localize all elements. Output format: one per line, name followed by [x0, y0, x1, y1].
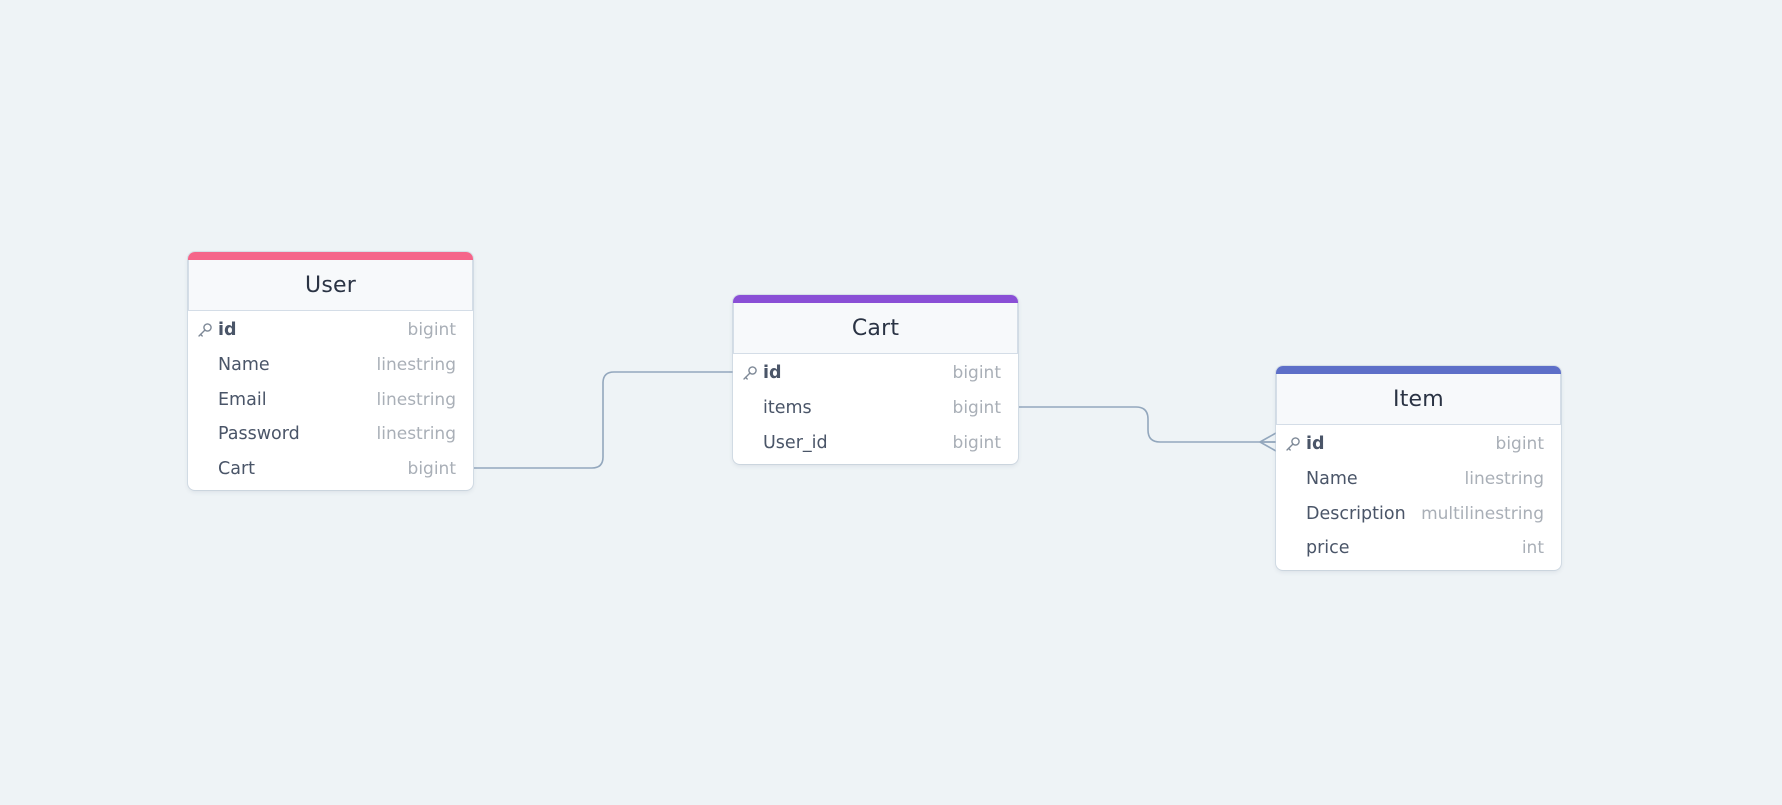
table-cart-header[interactable]: Cart	[733, 303, 1018, 354]
field-row-item-description[interactable]: Description multilinestring	[1276, 496, 1561, 531]
field-name: Name	[218, 355, 270, 376]
connector-user-cart-to-cart-id[interactable]	[474, 371, 733, 469]
field-name: id	[218, 320, 237, 341]
field-name: User_id	[763, 432, 828, 453]
key-icon	[743, 366, 757, 381]
key-icon	[198, 323, 212, 338]
table-user-fields: id bigint Name linestring Email linestri…	[188, 311, 473, 490]
field-type: bigint	[952, 363, 1001, 384]
field-name: Name	[1306, 469, 1358, 490]
field-name: id	[1306, 434, 1325, 455]
field-type: bigint	[952, 432, 1001, 453]
field-row-user-password[interactable]: Password linestring	[188, 417, 473, 452]
field-name: Password	[218, 424, 300, 445]
field-row-item-id[interactable]: id bigint	[1276, 427, 1561, 462]
key-icon	[1286, 437, 1300, 452]
field-type: bigint	[407, 320, 456, 341]
table-user-accent-bar	[188, 252, 473, 260]
table-item-fields: id bigint Name linestring Description mu…	[1276, 425, 1561, 570]
field-row-user-name[interactable]: Name linestring	[188, 348, 473, 383]
crows-foot-many-marker	[1259, 432, 1277, 452]
field-name: Cart	[218, 459, 255, 480]
field-type: bigint	[407, 459, 456, 480]
field-row-cart-id[interactable]: id bigint	[733, 356, 1018, 391]
table-cart-fields: id bigint items bigint User_id bigint	[733, 354, 1018, 464]
table-user-header[interactable]: User	[188, 260, 473, 311]
field-row-cart-user-id[interactable]: User_id bigint	[733, 425, 1018, 460]
table-item-title: Item	[1393, 386, 1444, 412]
table-item-header[interactable]: Item	[1276, 374, 1561, 425]
field-row-user-email[interactable]: Email linestring	[188, 382, 473, 417]
table-item-accent-bar	[1276, 366, 1561, 374]
field-name: items	[763, 398, 812, 419]
connector-cart-items-to-item-id[interactable]	[1019, 406, 1276, 443]
field-type: multilinestring	[1421, 503, 1544, 524]
field-row-user-id[interactable]: id bigint	[188, 313, 473, 348]
field-row-cart-items[interactable]: items bigint	[733, 391, 1018, 426]
field-type: linestring	[376, 389, 456, 410]
field-name: price	[1306, 538, 1350, 559]
field-type: linestring	[376, 424, 456, 445]
field-row-user-cart[interactable]: Cart bigint	[188, 452, 473, 487]
field-row-item-name[interactable]: Name linestring	[1276, 462, 1561, 497]
table-cart-title: Cart	[851, 315, 900, 341]
field-type: linestring	[376, 355, 456, 376]
field-type: int	[1521, 538, 1544, 559]
table-user-title: User	[305, 272, 356, 298]
field-name: Description	[1306, 503, 1406, 524]
table-cart[interactable]: Cart id bigint items bigint User_id bigi…	[733, 295, 1018, 465]
field-type: linestring	[1464, 469, 1544, 490]
table-item[interactable]: Item id bigint Name linestring Descripti…	[1276, 366, 1561, 570]
table-user[interactable]: User id bigint Name linestring Email lin…	[188, 252, 473, 491]
field-name: Email	[218, 389, 267, 410]
table-cart-accent-bar	[733, 295, 1018, 303]
field-type: bigint	[952, 398, 1001, 419]
field-row-item-price[interactable]: price int	[1276, 531, 1561, 566]
field-name: id	[763, 363, 782, 384]
field-type: bigint	[1495, 434, 1544, 455]
